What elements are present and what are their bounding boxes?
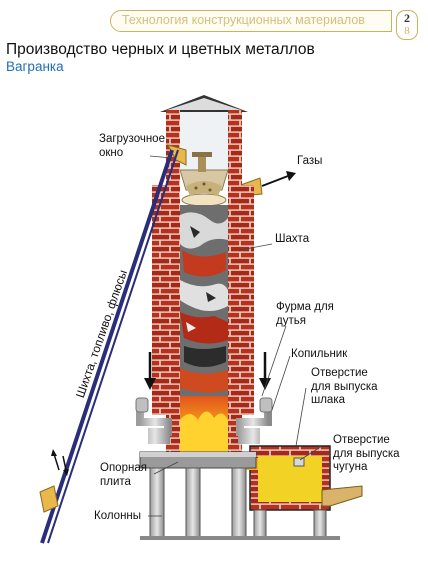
label-iron-outlet: Отверстие для выпуска чугуна — [333, 434, 400, 473]
air-arrow-right — [259, 352, 271, 390]
shaft-right-wall — [228, 170, 242, 452]
chimney-right-wall — [228, 110, 242, 170]
shaft-right-outer — [242, 185, 254, 415]
label-shaft: Шахта — [275, 233, 310, 245]
support-plate-highlight — [140, 452, 256, 457]
air-arrow-left — [144, 352, 156, 390]
label-slag-outlet: Отверстие для выпуска шлака — [311, 367, 378, 406]
page-subtitle: Вагранка — [6, 59, 64, 74]
tuyere-right — [236, 397, 273, 444]
gas-arrow — [261, 171, 296, 187]
chimney-roof — [160, 95, 248, 112]
iron-spout — [321, 485, 363, 507]
page-title: Производство черных и цветных металлов — [6, 41, 315, 58]
loading-bell — [179, 152, 229, 207]
tuyere-left — [135, 397, 172, 444]
section-title: Технология конструкционных материалов — [122, 13, 365, 27]
shaft-left-outer — [152, 185, 166, 415]
label-columns: Колонны — [94, 510, 142, 522]
skip-direction-arrows — [51, 449, 69, 476]
label-tuyere: Фурма для дутья — [276, 301, 334, 327]
label-loading-window: Загрузочное окно — [99, 133, 165, 159]
header-bar — [110, 10, 392, 32]
leader-lines — [148, 155, 323, 517]
receiver — [242, 445, 331, 511]
label-gases: Газы — [297, 155, 323, 167]
columns — [140, 467, 340, 540]
page-number-top: 2 — [404, 11, 410, 25]
molten-metal — [180, 411, 228, 456]
skip-bucket — [39, 485, 59, 513]
label-receiver: Копильник — [291, 348, 348, 360]
shaft-charge — [180, 205, 228, 425]
page-number: 2 8 — [396, 10, 418, 40]
label-support-plate: Опорная плита — [100, 462, 147, 488]
skip-hoist-track — [40, 149, 179, 544]
page-number-bottom: 8 — [404, 25, 410, 37]
shaft-left-wall — [166, 170, 180, 452]
